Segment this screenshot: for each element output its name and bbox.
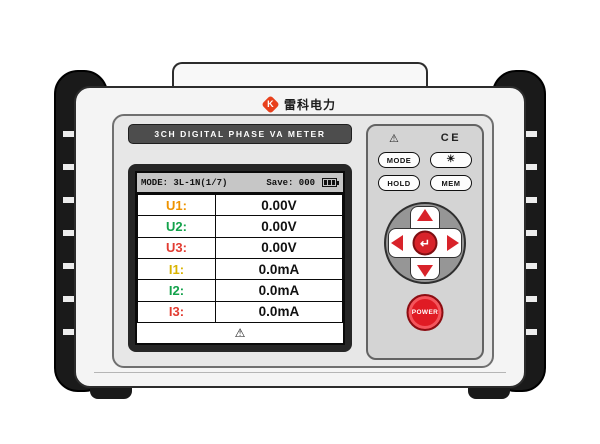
channel-label: U3: [137, 236, 216, 259]
channel-value: 0.0mA [214, 300, 344, 324]
symbol-row: ⚠ CE [368, 131, 482, 145]
mode-button[interactable]: MODE [378, 152, 420, 168]
backlight-button[interactable]: ☀ [430, 152, 472, 168]
device-body: K 雷科电力 3CH DIGITAL PHASE VA METER MODE: … [74, 86, 526, 388]
enter-icon: ↵ [419, 236, 431, 250]
lcd-screen: MODE: 3L-1N(1/7) Save: 000 U1: 0.00V [135, 171, 345, 345]
channel-value: 0.0mA [214, 257, 344, 281]
channel-label: I2: [137, 279, 216, 302]
arrow-left-button[interactable] [391, 235, 403, 251]
channel-label: U1: [137, 193, 216, 217]
device-title-plate: 3CH DIGITAL PHASE VA METER [128, 124, 352, 144]
channel-value: 0.00V [214, 215, 344, 238]
warning-icon: ⚠ [234, 326, 246, 340]
bottom-seam [94, 372, 506, 373]
battery-nub [337, 180, 339, 185]
lcd-frame: MODE: 3L-1N(1/7) Save: 000 U1: 0.00V [128, 164, 352, 352]
table-row: U1: 0.00V [137, 193, 344, 217]
backlight-icon: ☀ [446, 154, 456, 165]
button-row-2: HOLD MEM [368, 175, 482, 191]
save-status: Save: 000 [266, 177, 315, 188]
battery-icon [322, 178, 339, 187]
channel-label: I3: [137, 300, 216, 324]
brand-logo: K 雷科电力 [76, 94, 524, 114]
mode-status: MODE: 3L-1N(1/7) [141, 177, 228, 188]
brand-logo-icon: K [261, 94, 280, 114]
battery-body [322, 178, 337, 187]
measurement-table: U1: 0.00V U2: 0.00V U3: 0.00V [137, 193, 344, 324]
control-panel: ⚠ CE MODE ☀ HOLD MEM [366, 124, 484, 360]
lcd-footer: ⚠ [137, 323, 343, 343]
button-row-1: MODE ☀ [368, 152, 482, 168]
mem-button[interactable]: MEM [430, 175, 472, 191]
power-button[interactable]: POWER [406, 294, 444, 331]
lcd-status-bar: MODE: 3L-1N(1/7) Save: 000 [137, 173, 343, 194]
channel-value: 0.0mA [214, 279, 344, 302]
hold-button[interactable]: HOLD [378, 175, 420, 191]
arrow-up-button[interactable] [417, 209, 433, 221]
channel-value: 0.00V [214, 193, 344, 217]
arrow-down-button[interactable] [417, 265, 433, 277]
channel-value: 0.00V [214, 236, 344, 259]
table-row: I3: 0.0mA [137, 300, 344, 324]
table-row: I2: 0.0mA [137, 279, 344, 302]
table-row: U2: 0.00V [137, 215, 344, 238]
channel-label: I1: [137, 257, 216, 281]
ce-mark: CE [440, 132, 462, 144]
brand-text: 雷科电力 [283, 97, 336, 112]
caution-icon: ⚠ [388, 132, 399, 145]
table-row: U3: 0.00V [137, 236, 344, 259]
brand-logo-letter: K [267, 98, 274, 109]
left-foot [90, 388, 132, 399]
arrow-right-button[interactable] [447, 235, 459, 251]
channel-label: U2: [137, 215, 216, 238]
faceplate: 3CH DIGITAL PHASE VA METER MODE: 3L-1N(1… [112, 114, 494, 368]
enter-button[interactable]: ↵ [412, 230, 438, 256]
right-foot [468, 388, 510, 399]
nav-pad: ↵ [384, 202, 466, 284]
table-row: I1: 0.0mA [137, 257, 344, 281]
power-label: POWER [411, 309, 439, 316]
device-title: 3CH DIGITAL PHASE VA METER [154, 129, 326, 139]
